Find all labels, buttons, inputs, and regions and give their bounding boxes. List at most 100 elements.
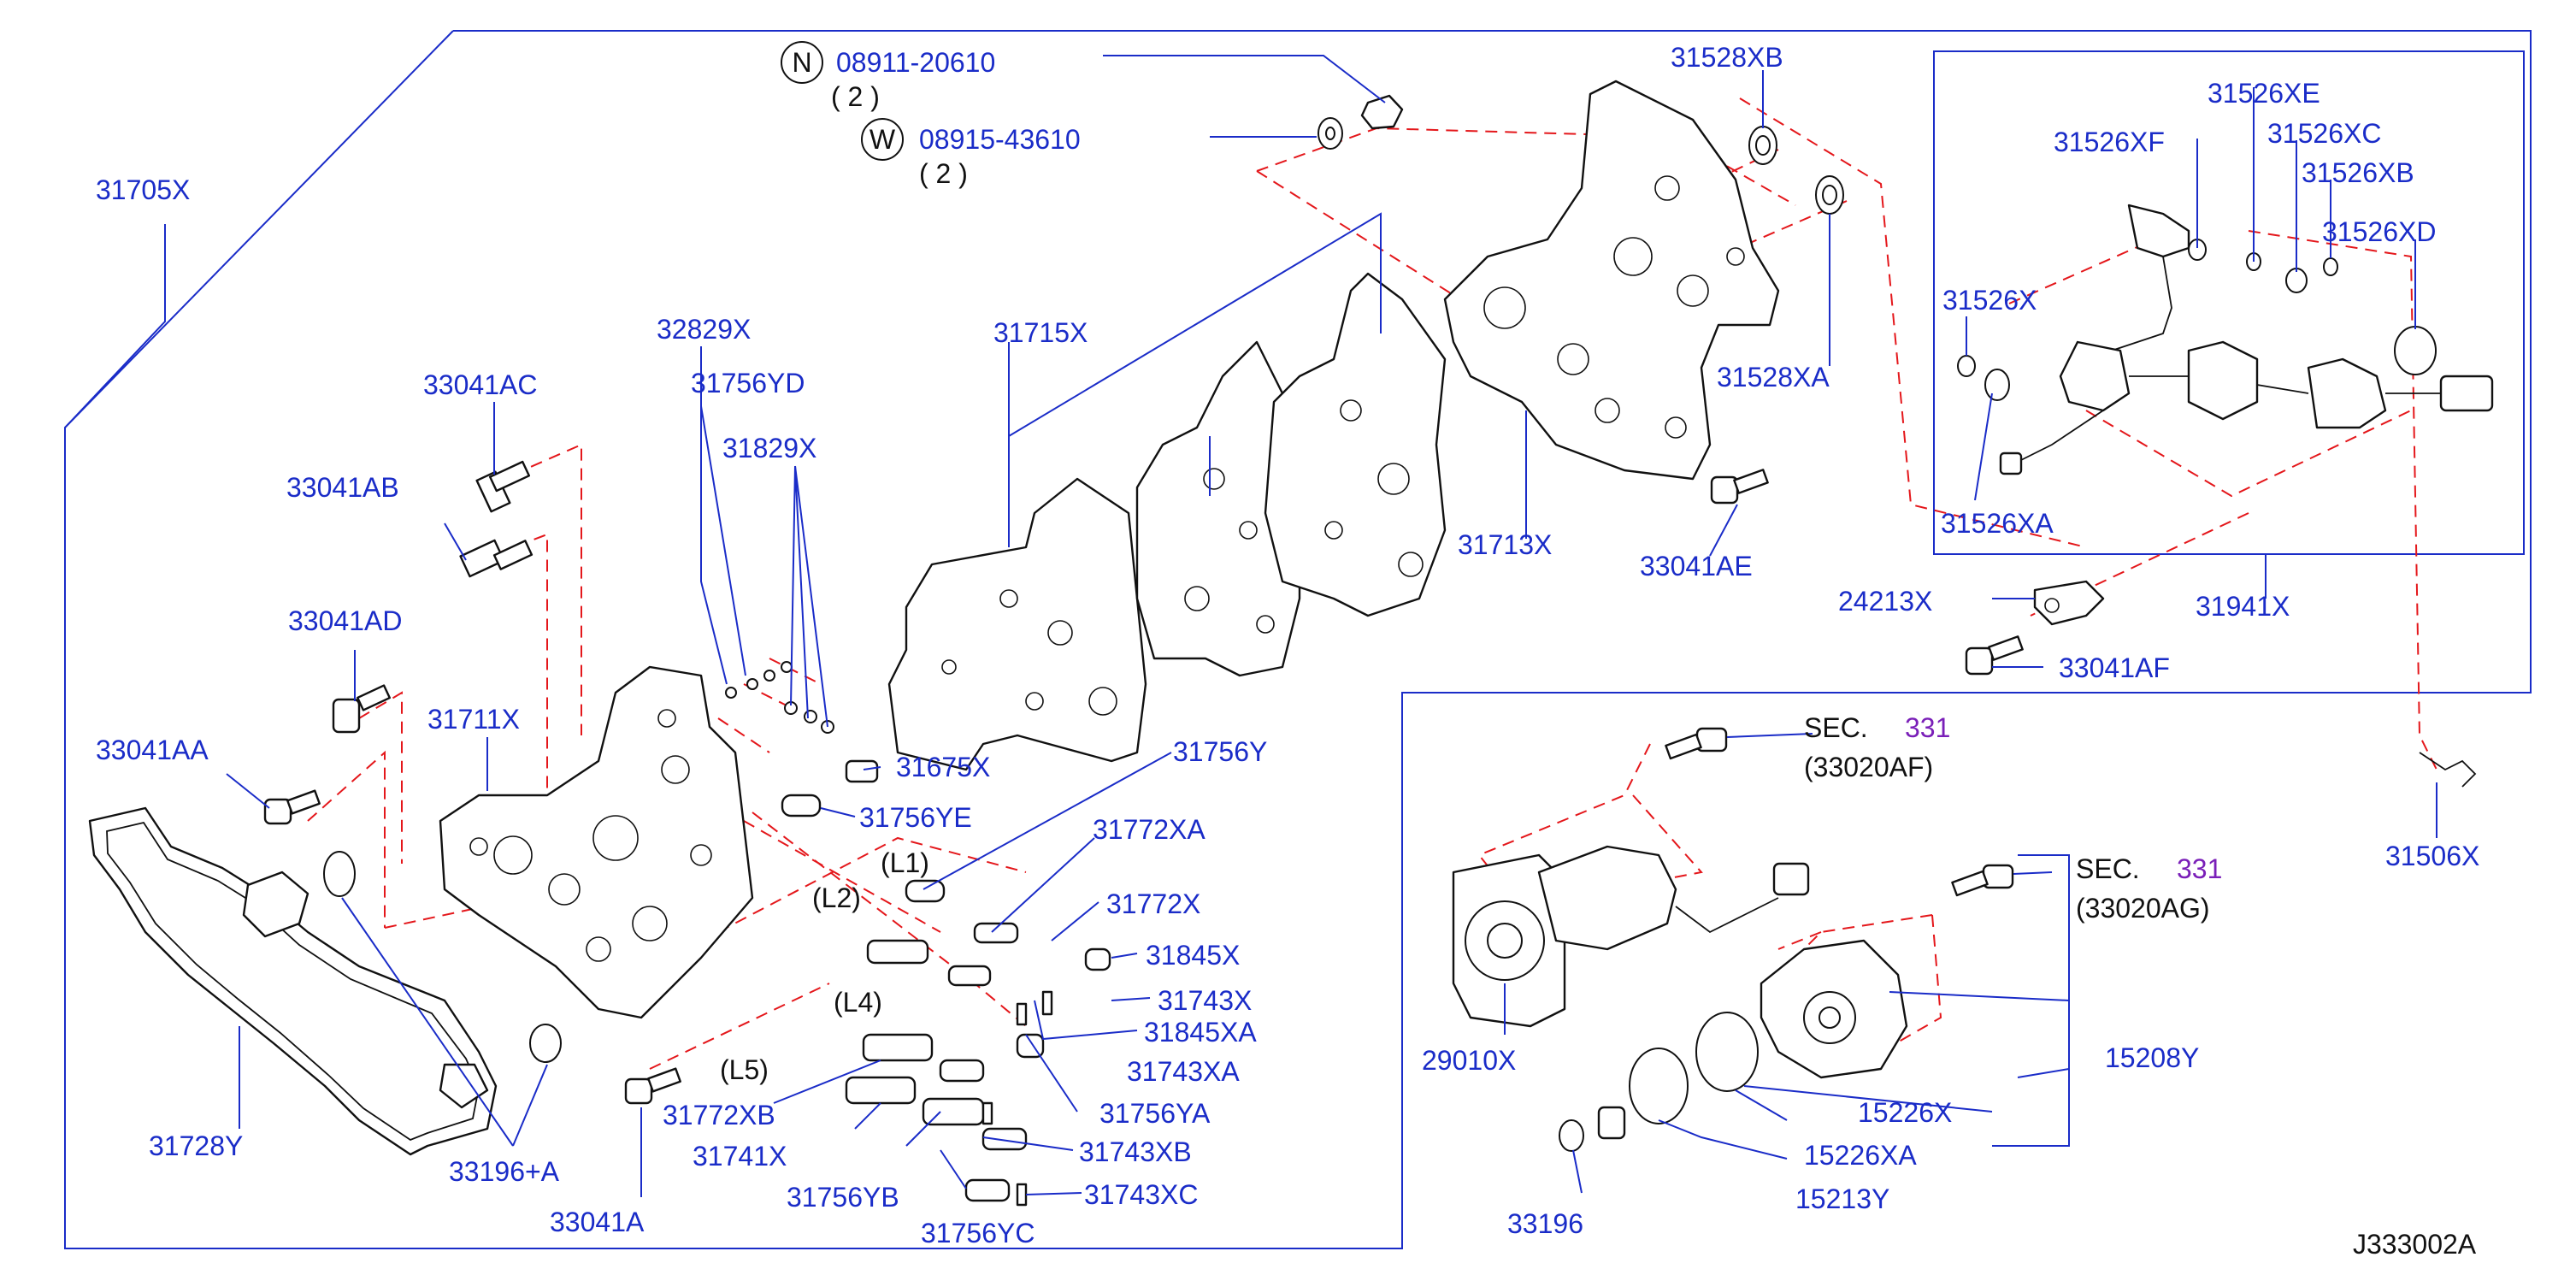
part-label-31756ye[interactable]: 31756YE: [859, 802, 972, 833]
part-label-33041aa[interactable]: 33041AA: [96, 735, 209, 765]
part-label-33196[interactable]: 33196: [1507, 1208, 1583, 1239]
diagram-code: J333002A: [2353, 1229, 2477, 1260]
solenoid-harness-drawing: [1957, 204, 2494, 475]
position-tag-l4: (L4): [834, 987, 882, 1018]
seal-31528xb-drawing: [1748, 126, 1777, 165]
assembly-frame-main: [64, 30, 2532, 1249]
part-label-08911-20610[interactable]: 08911-20610: [836, 47, 995, 78]
part-label-31526xe[interactable]: 31526XE: [2208, 78, 2320, 109]
part-label-15226xa[interactable]: 15226XA: [1804, 1140, 1917, 1171]
bolt-33041ac-drawing: [475, 460, 531, 513]
part-label-31728y[interactable]: 31728Y: [149, 1130, 243, 1161]
part-label-31743x[interactable]: 31743X: [1158, 985, 1252, 1016]
part-label-31526xa[interactable]: 31526XA: [1941, 508, 2054, 539]
part-label-31756ya[interactable]: 31756YA: [1099, 1098, 1211, 1129]
section-ref-prefix: SEC.: [1804, 712, 1868, 743]
callout-n-letter: N: [792, 47, 811, 78]
motor-29010x-drawing: [1452, 845, 1810, 1028]
part-label-31713x[interactable]: 31713X: [1458, 529, 1552, 560]
part-label-31772x[interactable]: 31772X: [1106, 888, 1200, 919]
bolt-33041af-drawing: [1965, 635, 2024, 676]
section-ref-number[interactable]: 331: [2177, 853, 2222, 884]
part-label-31756yd[interactable]: 31756YD: [691, 368, 805, 398]
part-label-31756yc[interactable]: 31756YC: [921, 1218, 1035, 1248]
section-ref-sub: (33020AF): [1804, 752, 1933, 782]
bolt-33041ad-drawing: [332, 684, 391, 734]
part-label-31526xc[interactable]: 31526XC: [2267, 118, 2381, 149]
plug-15213y-drawing: [1597, 1106, 1626, 1140]
o-ring-33196a-drawing: [323, 851, 562, 1063]
part-label-31526x[interactable]: 31526X: [1942, 285, 2037, 316]
part-label-33041ad[interactable]: 33041AD: [288, 605, 402, 636]
section-ref-number[interactable]: 331: [1905, 712, 1950, 743]
clip-31506x-drawing: [2419, 752, 2477, 788]
part-label-31743xb[interactable]: 31743XB: [1079, 1136, 1192, 1167]
bracket-24213x-drawing: [2033, 580, 2105, 626]
callout-w[interactable]: W 08915-43610 ( 2 ): [861, 118, 1081, 189]
part-label-15226x[interactable]: 15226X: [1858, 1097, 1952, 1128]
section-ref-sub: (33020AG): [2076, 893, 2210, 924]
section-ref-33020ag[interactable]: SEC. 331 (33020AG): [2076, 853, 2222, 924]
callout-w-qty: ( 2 ): [919, 158, 968, 189]
part-label-31711x[interactable]: 31711X: [427, 704, 520, 735]
part-label-31528xb[interactable]: 31528XB: [1671, 42, 1783, 73]
part-label-31772xb[interactable]: 31772XB: [663, 1100, 775, 1130]
bolt-33041a-drawing: [624, 1067, 681, 1105]
part-label-29010x[interactable]: 29010X: [1422, 1045, 1516, 1076]
part-label-31705x[interactable]: 31705X: [96, 174, 190, 205]
seal-31528xa-drawing: [1815, 175, 1844, 215]
part-label-33041a[interactable]: 33041A: [550, 1207, 645, 1237]
part-label-33041af[interactable]: 33041AF: [2059, 652, 2170, 683]
part-label-31526xf[interactable]: 31526XF: [2054, 127, 2165, 157]
motor-cover-15208y-drawing: [1760, 939, 1908, 1079]
part-label-31675x[interactable]: 31675X: [896, 752, 990, 782]
part-label-08915-43610[interactable]: 08915-43610: [919, 124, 1081, 155]
part-label-31741x[interactable]: 31741X: [693, 1141, 787, 1172]
position-tag-l2: (L2): [812, 882, 861, 913]
part-label-31715x[interactable]: 31715X: [993, 317, 1088, 348]
bolt-33020af-drawing: [1665, 727, 1728, 760]
lower-valve-body-drawing: [439, 665, 754, 1019]
position-tag-l1: (L1): [881, 847, 929, 878]
oil-pan-gasket-drawing: [88, 806, 498, 1156]
upper-valve-body-drawing: [1443, 80, 1780, 481]
part-label-33041ab[interactable]: 33041AB: [286, 472, 399, 503]
section-ref-33020af[interactable]: SEC. 331 (33020AF): [1804, 712, 1950, 782]
part-label-31756y[interactable]: 31756Y: [1173, 736, 1267, 767]
part-label-31941x[interactable]: 31941X: [2196, 591, 2290, 622]
gasket-15226xa-drawing: [1629, 1048, 1689, 1124]
part-label-31506x[interactable]: 31506X: [2385, 841, 2479, 871]
part-label-33041ae[interactable]: 33041AE: [1640, 551, 1753, 581]
leader-lines: [64, 55, 2437, 1197]
part-label-31743xa[interactable]: 31743XA: [1127, 1056, 1240, 1087]
part-label-31526xd[interactable]: 31526XD: [2322, 216, 2436, 247]
part-labels: 31705X 32829X 31756YD 31829X 33041AC 330…: [96, 42, 2479, 1248]
part-label-31528xa[interactable]: 31528XA: [1717, 362, 1830, 393]
part-label-31845x[interactable]: 31845X: [1146, 940, 1240, 971]
bolt-33041aa-drawing: [263, 789, 321, 825]
bolt-33020ag-drawing: [1951, 864, 2014, 897]
position-tag-l5: (L5): [720, 1054, 769, 1085]
callout-n-qty: ( 2 ): [831, 81, 880, 112]
section-ref-prefix: SEC.: [2076, 853, 2140, 884]
part-label-31526xb[interactable]: 31526XB: [2302, 157, 2414, 188]
part-label-31845xa[interactable]: 31845XA: [1144, 1017, 1257, 1048]
part-label-15213y[interactable]: 15213Y: [1795, 1183, 1889, 1214]
callout-w-letter: W: [869, 124, 896, 155]
callout-n[interactable]: N 08911-20610 ( 2 ): [781, 41, 995, 112]
washer-08915-drawing: [1317, 117, 1343, 150]
part-label-31772xa[interactable]: 31772XA: [1093, 814, 1205, 845]
part-label-32829x[interactable]: 32829X: [657, 314, 751, 345]
separator-plate-1-drawing: [887, 477, 1147, 771]
gasket-15226x-drawing: [1695, 1012, 1759, 1092]
part-label-33041ac[interactable]: 33041AC: [423, 369, 537, 400]
part-label-24213x[interactable]: 24213X: [1838, 586, 1932, 617]
part-label-31756yb[interactable]: 31756YB: [787, 1182, 899, 1213]
part-label-33196a[interactable]: 33196+A: [449, 1156, 560, 1187]
part-label-31829x[interactable]: 31829X: [722, 433, 816, 463]
valve-parts-drawing: [725, 661, 1111, 1207]
part-label-31743xc[interactable]: 31743XC: [1084, 1179, 1198, 1210]
part-label-15208y[interactable]: 15208Y: [2105, 1042, 2199, 1073]
o-ring-33196-drawing: [1559, 1119, 1584, 1152]
